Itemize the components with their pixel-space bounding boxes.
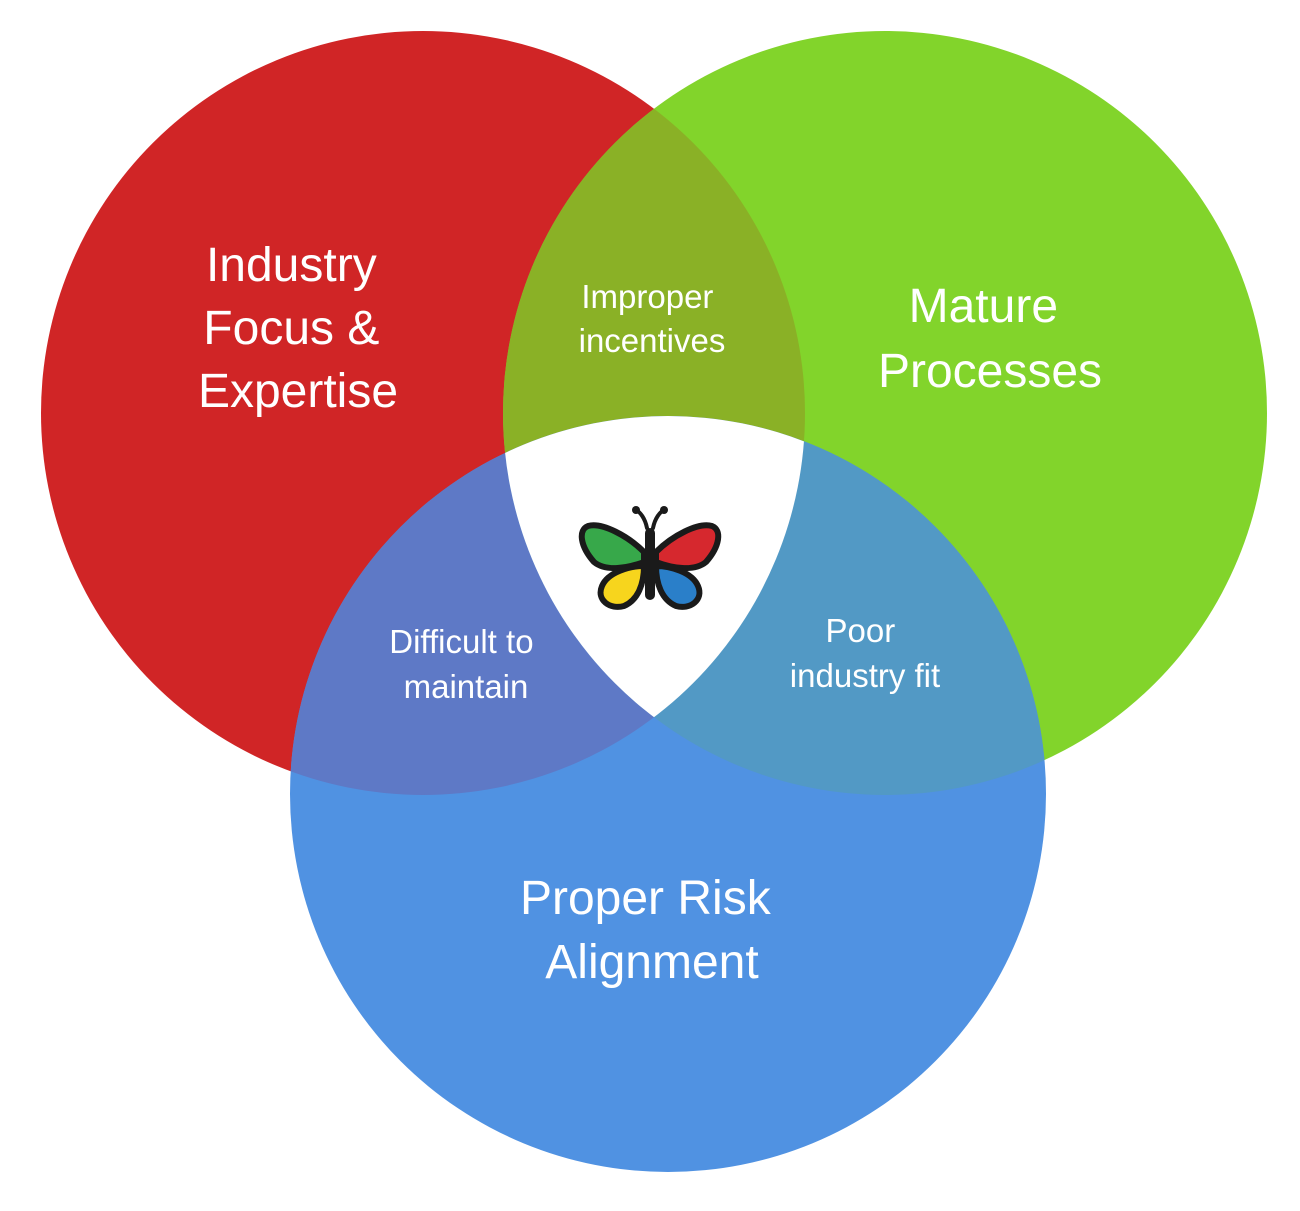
label-line: incentives: [579, 322, 726, 359]
label-line: Difficult to: [389, 623, 533, 660]
difficult-to-maintain-label: Difficult to maintain: [389, 623, 542, 705]
label-line: Improper: [581, 278, 713, 315]
poor-industry-fit-label: Poor industry fit: [790, 612, 940, 694]
label-line: Poor: [826, 612, 896, 649]
industry-focus-label: Industry Focus & Expertise: [198, 239, 398, 418]
label-line: Mature: [909, 280, 1058, 333]
label-line: Expertise: [198, 365, 398, 418]
label-line: Industry: [206, 239, 377, 292]
label-line: Alignment: [545, 936, 758, 989]
label-line: Processes: [878, 345, 1102, 398]
label-line: Focus &: [203, 302, 379, 355]
label-line: Proper Risk: [520, 872, 772, 925]
risk-alignment-label: Proper Risk Alignment: [520, 872, 784, 989]
butterfly-icon: [578, 506, 722, 610]
label-line: industry fit: [790, 657, 940, 694]
label-line: maintain: [404, 668, 529, 705]
mature-processes-label: Mature Processes: [878, 280, 1102, 398]
improper-incentives-label: Improper incentives: [579, 278, 726, 359]
